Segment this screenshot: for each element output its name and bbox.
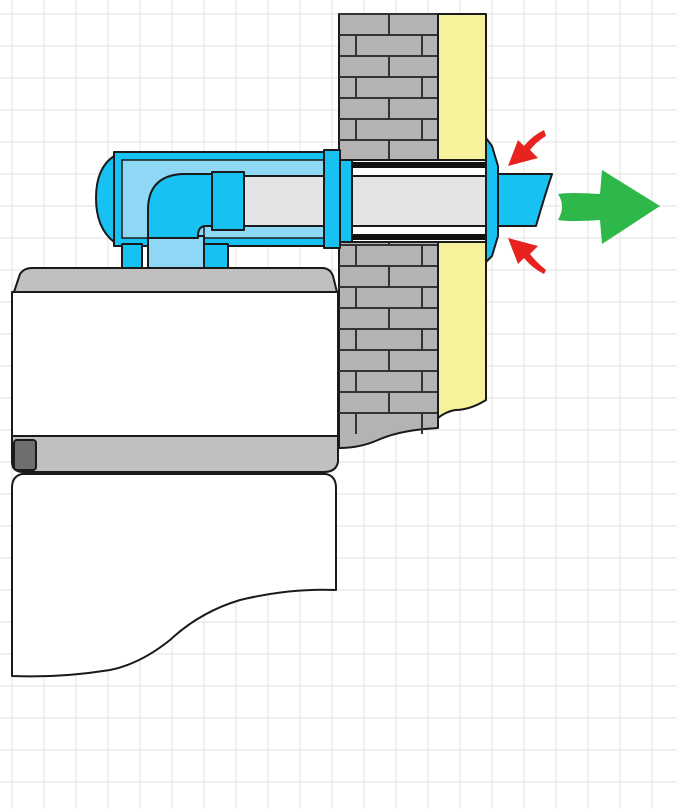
flue-terminal-collar	[485, 137, 499, 263]
flue-coupling-ring-right	[339, 159, 353, 243]
inner-pipe-collar	[211, 171, 245, 231]
boiler-lower-body	[11, 473, 337, 678]
flue-terminal-outlet	[497, 173, 553, 227]
boiler-band	[11, 435, 339, 473]
flue-coupling-ring-left	[323, 149, 341, 249]
adapter-foot-right	[203, 243, 229, 269]
inner-exhaust-pipe	[351, 175, 491, 227]
inner-pipe-section	[243, 175, 327, 227]
boiler-control-panel	[13, 439, 37, 471]
air-intake-arrow-bottom	[508, 238, 546, 274]
outer-pipe-top-band	[352, 162, 490, 168]
boiler-body	[11, 291, 339, 439]
boiler-top-cap	[13, 267, 338, 293]
adapter-foot-left	[121, 243, 143, 269]
air-intake-arrow-top	[508, 130, 546, 166]
outer-pipe-bottom-band	[352, 234, 490, 240]
exhaust-outlet-arrow	[558, 170, 660, 244]
flue-end-cap	[95, 155, 115, 243]
adapter-spigot	[147, 235, 205, 269]
